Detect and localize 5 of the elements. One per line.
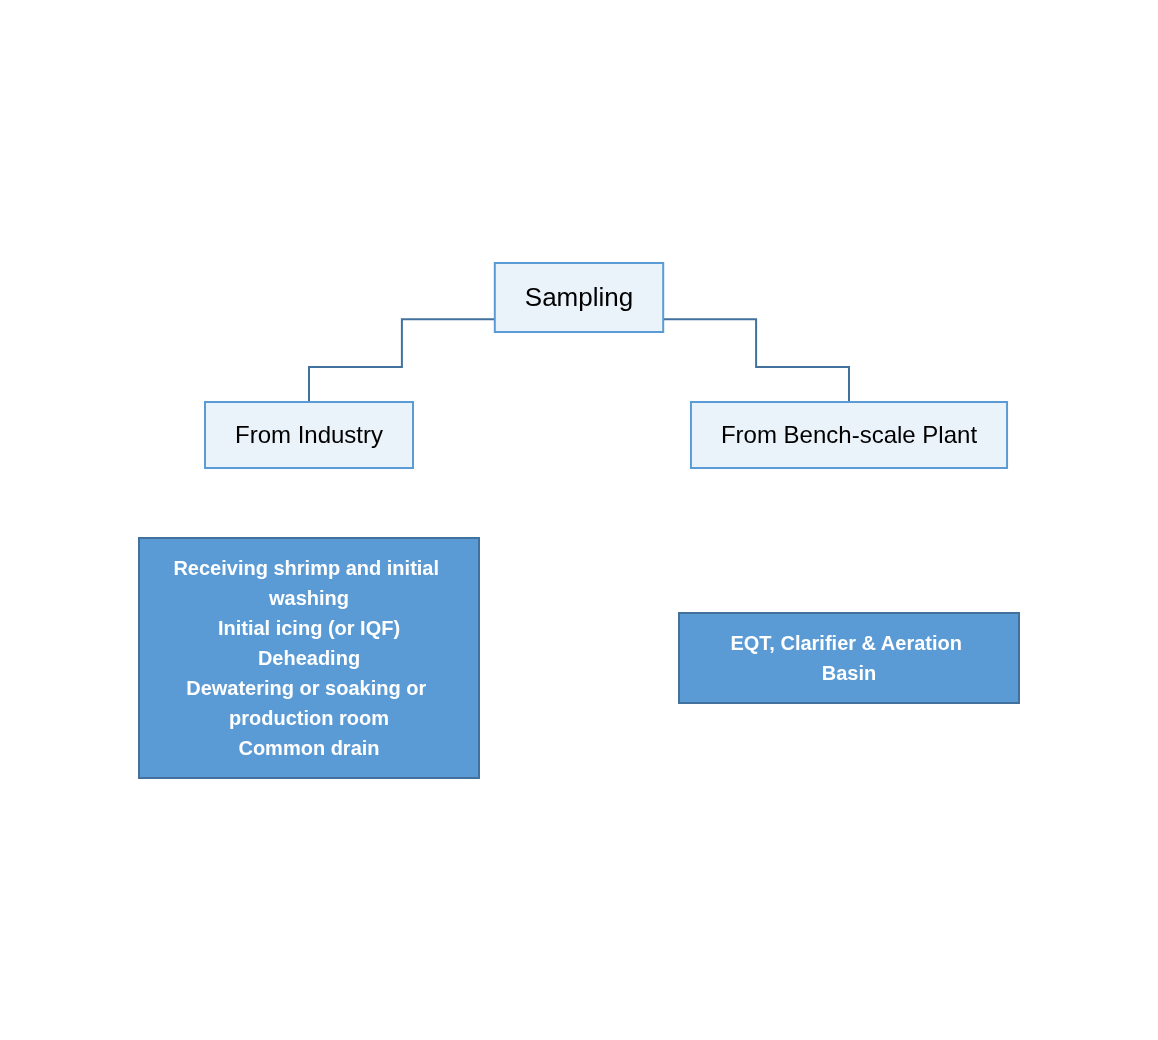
- node-box: From Industry: [204, 400, 414, 469]
- node-box: From Bench-scale Plant: [689, 400, 1009, 469]
- node-box: Sampling: [493, 261, 665, 333]
- node-box: Receiving shrimp and initial washing Initial icing (or IQF) Deheading Dewatering or soaking or production room Common drain: [138, 536, 480, 779]
- node-box: EQT, Clarifier & Aeration Basin: [678, 611, 1020, 704]
